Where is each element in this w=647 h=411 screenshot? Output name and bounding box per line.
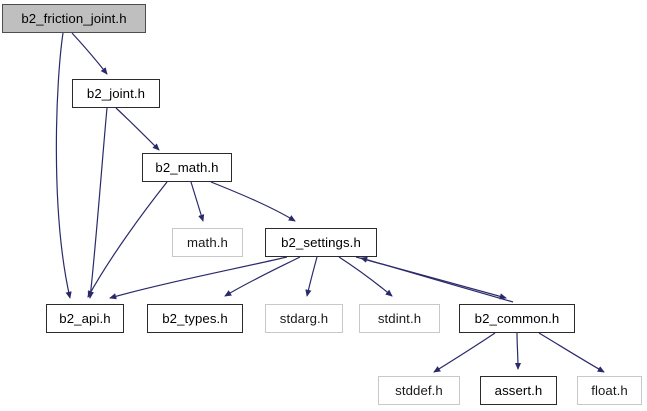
graph-node-label: b2_settings.h (281, 234, 361, 250)
graph-edge (210, 181, 296, 222)
graph-node-label: math.h (187, 234, 228, 250)
graph-node-assert[interactable]: assert.h (480, 376, 557, 405)
graph-node-label: b2_api.h (59, 310, 111, 326)
graph-edge (87, 107, 108, 299)
graph-edge (360, 256, 514, 303)
graph-node-label: stddef.h (395, 382, 443, 398)
graph-edge (338, 256, 393, 297)
graph-node-b2_api[interactable]: b2_api.h (46, 304, 124, 333)
graph-node-label: stdarg.h (279, 310, 329, 326)
graph-edge (538, 332, 605, 373)
graph-node-label: float.h (591, 382, 628, 398)
graph-edge (224, 256, 301, 297)
graph-node-stdint[interactable]: stdint.h (359, 304, 440, 333)
graph-node-label: b2_friction_joint.h (21, 10, 127, 26)
graph-node-float[interactable]: float.h (577, 376, 642, 405)
graph-edge (115, 107, 160, 151)
graph-node-label: b2_math.h (155, 159, 219, 175)
graph-edge (109, 256, 288, 300)
graph-edge (71, 32, 108, 75)
graph-node-math[interactable]: math.h (172, 228, 243, 257)
graph-node-label: b2_joint.h (86, 85, 146, 101)
graph-edge (433, 332, 496, 373)
graph-node-b2_math[interactable]: b2_math.h (142, 153, 232, 182)
graph-node-label: b2_common.h (474, 310, 560, 326)
graph-edge (190, 181, 205, 222)
graph-node-label: assert.h (494, 382, 543, 398)
graph-node-stdarg[interactable]: stdarg.h (265, 304, 343, 333)
graph-node-b2_joint[interactable]: b2_joint.h (72, 79, 160, 108)
graph-edge (514, 332, 522, 370)
graph-node-b2_types[interactable]: b2_types.h (147, 304, 243, 333)
graph-node-stddef[interactable]: stddef.h (378, 376, 460, 405)
graph-node-label: b2_types.h (162, 310, 228, 326)
graph-node-b2_friction_joint: b2_friction_joint.h (2, 4, 146, 33)
graph-node-label: stdint.h (377, 310, 422, 326)
edges-group (55, 32, 605, 373)
graph-edge (87, 181, 168, 298)
graph-edge (55, 32, 72, 299)
graph-node-b2_settings[interactable]: b2_settings.h (265, 228, 377, 257)
graph-node-b2_common[interactable]: b2_common.h (459, 304, 575, 333)
graph-edge (305, 256, 318, 297)
